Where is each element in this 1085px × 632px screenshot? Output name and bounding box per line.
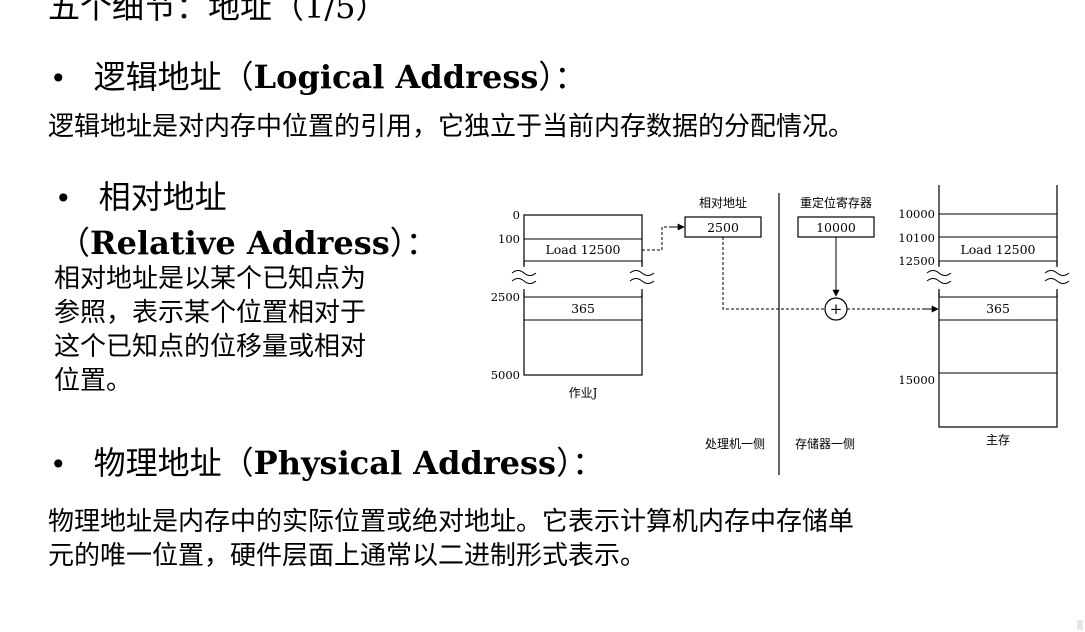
main-break-mark xyxy=(926,270,952,276)
memory-side-label: 存储器一侧 xyxy=(795,436,855,451)
main-address-label: 12500 xyxy=(898,254,935,268)
physical-heading-tail: ）： xyxy=(556,444,605,482)
job-address-label: 5000 xyxy=(491,368,520,382)
address-translation-diagram: Load 12500 365 0 100 2500 5000 作业J 相对地址 … xyxy=(491,185,1075,475)
relative-heading-en-line: （Relative Address）： xyxy=(58,218,438,264)
relative-address-label: 相对地址 xyxy=(699,196,747,210)
relative-address-value: 2500 xyxy=(707,220,739,235)
job-break-mark xyxy=(629,270,655,276)
logical-heading-tail: ）： xyxy=(538,58,587,96)
main-cell-value: 365 xyxy=(986,301,1010,316)
relative-heading-open: （ xyxy=(58,224,91,262)
logical-heading-cn: 逻辑地址（ xyxy=(93,58,254,96)
job-break-gap xyxy=(510,265,656,293)
job-instruction: Load 12500 xyxy=(545,242,620,257)
main-memory-outline xyxy=(938,185,1058,428)
physical-heading-cn: 物理地址（ xyxy=(93,444,254,482)
relocation-register-value: 10000 xyxy=(816,220,856,235)
logical-body: 逻辑地址是对内存中位置的引用，它独立于当前内存数据的分配情况。 xyxy=(48,112,855,142)
instruction-to-relative-arrow xyxy=(642,226,684,251)
relative-body-line: 这个已知点的位移量或相对 xyxy=(54,332,367,362)
logical-heading: • 逻辑地址（Logical Address）： xyxy=(50,52,586,98)
job-caption: 作业J xyxy=(569,386,598,400)
job-address-label: 2500 xyxy=(491,290,520,304)
job-break-mark xyxy=(511,278,537,284)
main-memory-block: Load 12500 365 10000 10100 12500 15000 主… xyxy=(898,185,1075,447)
bullet-dot: • xyxy=(50,448,67,481)
main-instruction: Load 12500 xyxy=(960,242,1035,257)
job-break-mark xyxy=(629,278,655,284)
processor-side-label: 处理机一侧 xyxy=(705,437,765,451)
bullet-dot: • xyxy=(55,182,72,215)
adder-plus-symbol: + xyxy=(830,300,843,318)
job-break-mark xyxy=(511,270,537,276)
relative-body-line: 相对地址是以某个已知点为 xyxy=(54,264,367,294)
relative-body-line: 位置。 xyxy=(54,366,133,396)
job-address-label: 100 xyxy=(498,232,520,246)
relative-heading-en: Relative Address xyxy=(90,224,390,262)
job-address-label: 0 xyxy=(513,208,520,222)
main-address-label: 10000 xyxy=(898,207,935,221)
corner-marker xyxy=(1077,620,1083,630)
relocation-register-label: 重定位寄存器 xyxy=(800,195,872,210)
main-address-label: 10100 xyxy=(898,231,935,245)
relative-heading-tail: ）： xyxy=(389,224,438,262)
main-break-mark xyxy=(1044,278,1070,284)
relative-to-adder-path xyxy=(722,237,824,310)
main-break-mark xyxy=(1044,270,1070,276)
job-memory-block: Load 12500 365 0 100 2500 5000 作业J xyxy=(491,208,656,400)
relative-heading: • 相对地址 xyxy=(55,172,227,218)
job-cell-value: 365 xyxy=(571,301,595,316)
relative-body-line: 参照，表示某个位置相对于 xyxy=(54,298,367,328)
main-memory-caption: 主存 xyxy=(986,433,1010,447)
physical-body-line: 元的唯一位置，硬件层面上通常以二进制形式表示。 xyxy=(48,541,647,571)
main-break-mark xyxy=(926,278,952,284)
physical-body-line: 物理地址是内存中的实际位置或绝对地址。它表示计算机内存中存储单 xyxy=(48,507,855,537)
physical-heading-en: Physical Address xyxy=(253,444,557,482)
main-address-label: 15000 xyxy=(898,373,935,387)
bullet-dot: • xyxy=(50,62,67,95)
physical-heading: • 物理地址（Physical Address）： xyxy=(50,438,604,484)
relative-heading-cn: 相对地址 xyxy=(98,178,227,216)
slide-title: 五个细节：地址（1/5） xyxy=(48,0,388,26)
logical-heading-en: Logical Address xyxy=(253,58,539,96)
